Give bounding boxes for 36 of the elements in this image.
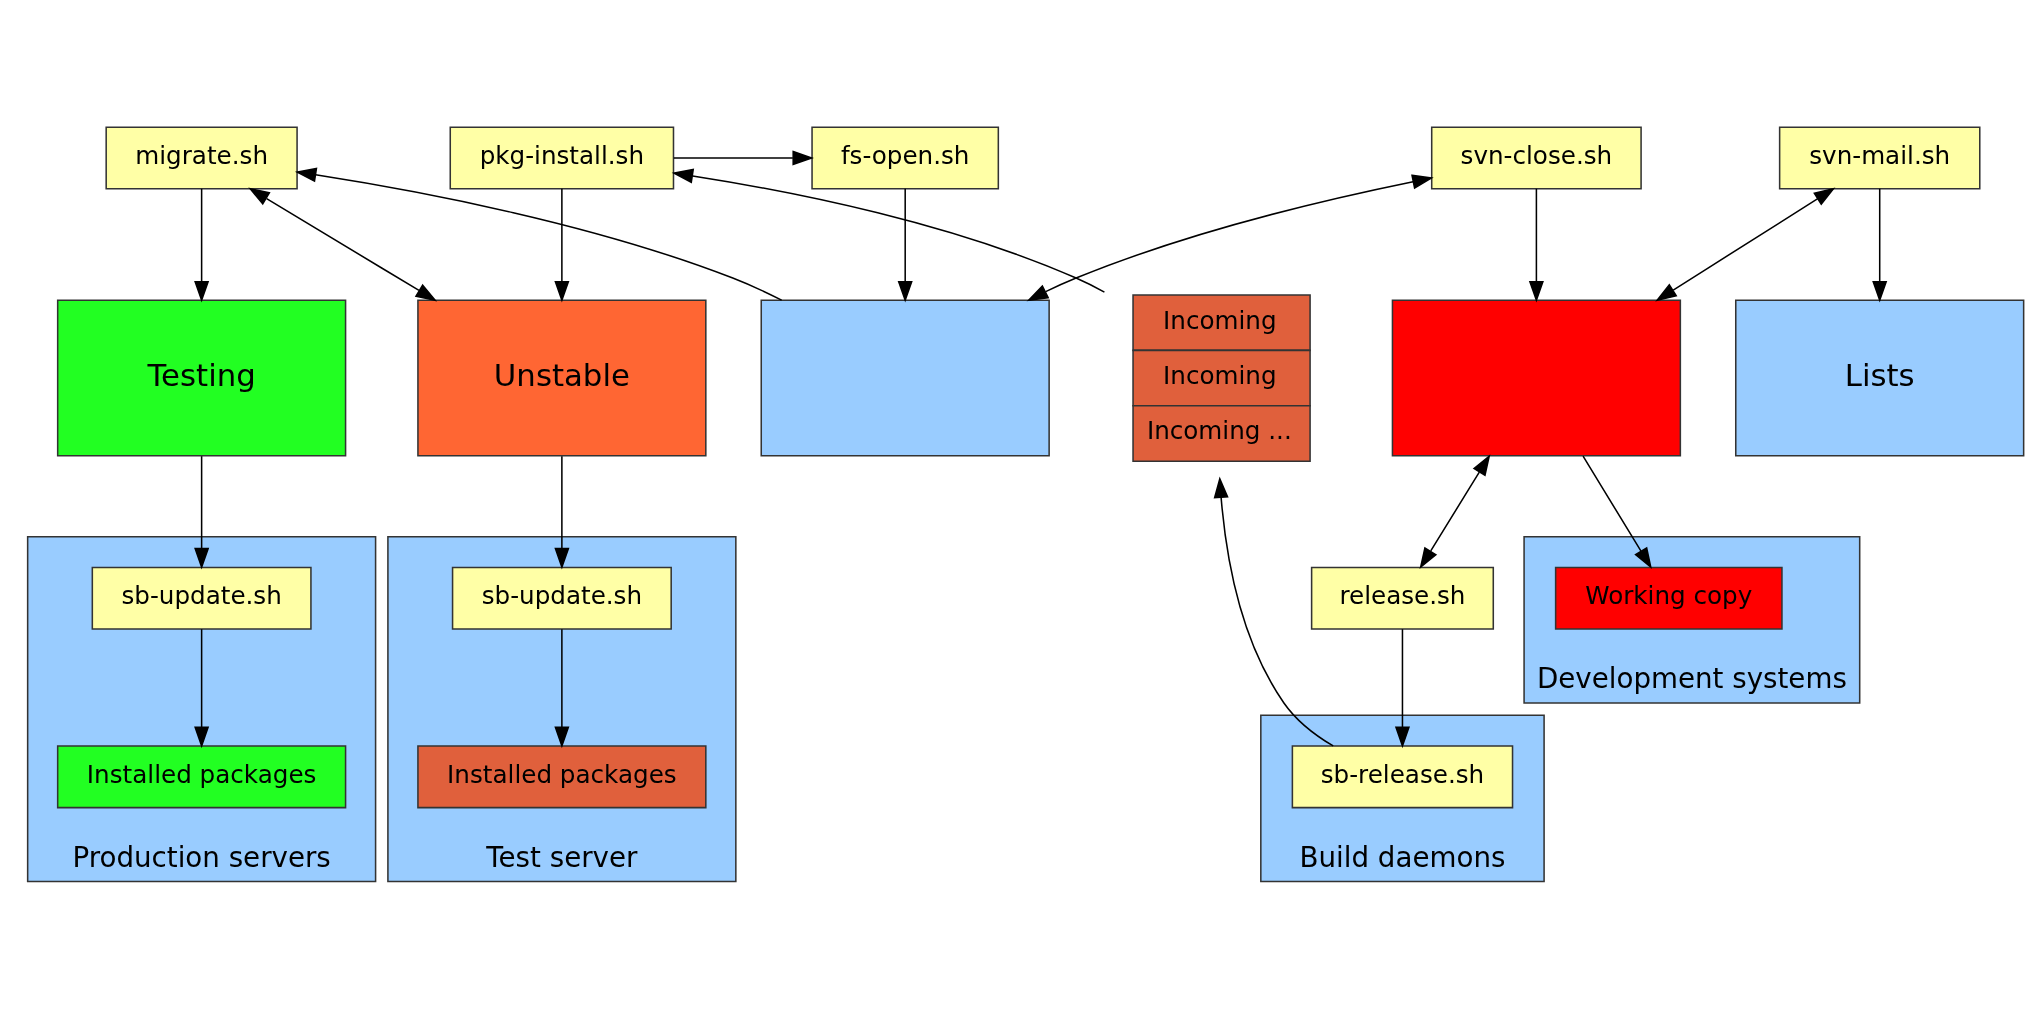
arrow (554, 454, 570, 569)
node-box: migrate.sh (105, 125, 298, 189)
node-box: svn-close.sh (1430, 125, 1642, 189)
arrow (673, 149, 814, 165)
node-box: sb-release.sh (1291, 744, 1514, 808)
node-box (760, 299, 1050, 457)
arrow (294, 166, 783, 301)
node-box: pkg-install.sh (449, 125, 675, 189)
node-box: Lists (1735, 299, 2025, 457)
node-box: sb-update.sh (91, 566, 312, 630)
node-box: Installed packages (56, 744, 347, 808)
arrow (1394, 627, 1410, 748)
node-box (1391, 299, 1682, 457)
node-box: fs-open.sh (811, 125, 1000, 189)
arrow (194, 454, 210, 569)
node-box: Working copy (1554, 566, 1783, 630)
arrow (194, 627, 210, 748)
node-box: svn-mail.sh (1778, 125, 1981, 189)
arrow (248, 187, 438, 301)
arrow (1655, 187, 1836, 301)
arrow (554, 187, 570, 303)
arrow (194, 187, 210, 303)
arrow (1419, 453, 1491, 569)
arrow (1582, 454, 1652, 569)
arrow (1528, 187, 1544, 303)
node-box: Unstable (417, 299, 707, 457)
arrow (1026, 173, 1434, 301)
arrow (897, 187, 913, 303)
node-box: release.sh (1310, 566, 1495, 630)
arrow (671, 168, 1106, 293)
arrow (1213, 476, 1334, 747)
node-box: Installed packages (417, 744, 707, 808)
node-box: Testing (56, 299, 347, 457)
arrow (554, 627, 570, 748)
arrow (1872, 187, 1888, 303)
node-box: sb-update.sh (451, 566, 672, 630)
